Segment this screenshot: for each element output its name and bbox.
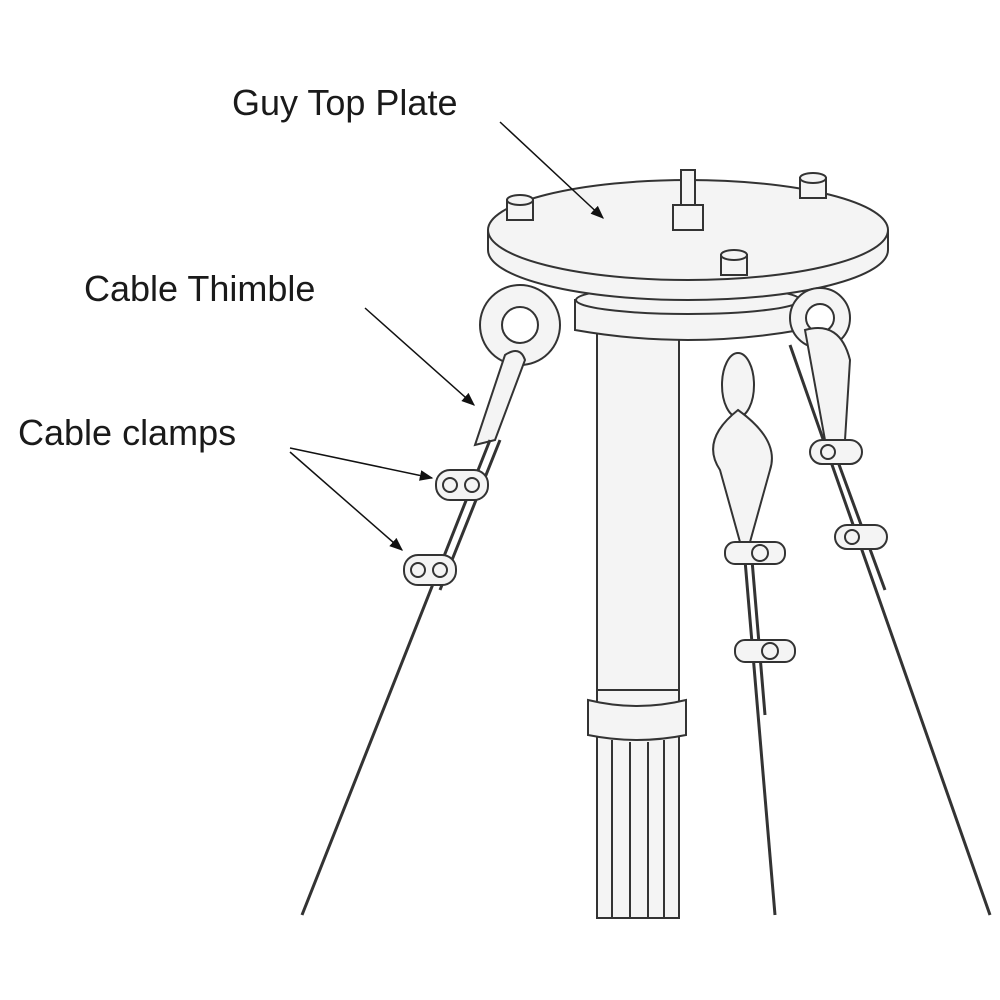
cable-clamp <box>724 541 786 565</box>
guy-top-plate-arrow <box>499 121 604 219</box>
middle-guy-cable <box>712 352 796 916</box>
bolt <box>799 172 827 199</box>
cable-thimble-label: Cable Thimble <box>84 268 316 309</box>
cable-clamp <box>809 439 863 465</box>
right-guy-cable <box>788 327 992 916</box>
cable-clamps-label: Cable clamps <box>18 412 237 453</box>
mast-pole <box>587 319 687 919</box>
center-stud <box>672 169 704 231</box>
bolt <box>720 249 748 276</box>
left-guy-cable <box>300 350 527 916</box>
cable-clamp-arrow-upper <box>289 447 434 481</box>
cable-clamp <box>734 639 796 663</box>
bolt <box>506 194 534 221</box>
guy-top-plate-label: Guy Top Plate <box>232 82 458 123</box>
cable-clamp <box>403 554 457 586</box>
cable-clamp <box>435 469 489 501</box>
cable-thimble-arrow <box>364 307 476 406</box>
cable-clamp-arrow-lower <box>289 451 404 551</box>
guy-top-plate <box>487 169 889 301</box>
cable-clamp <box>834 524 888 550</box>
eye-ring-left <box>479 284 561 366</box>
